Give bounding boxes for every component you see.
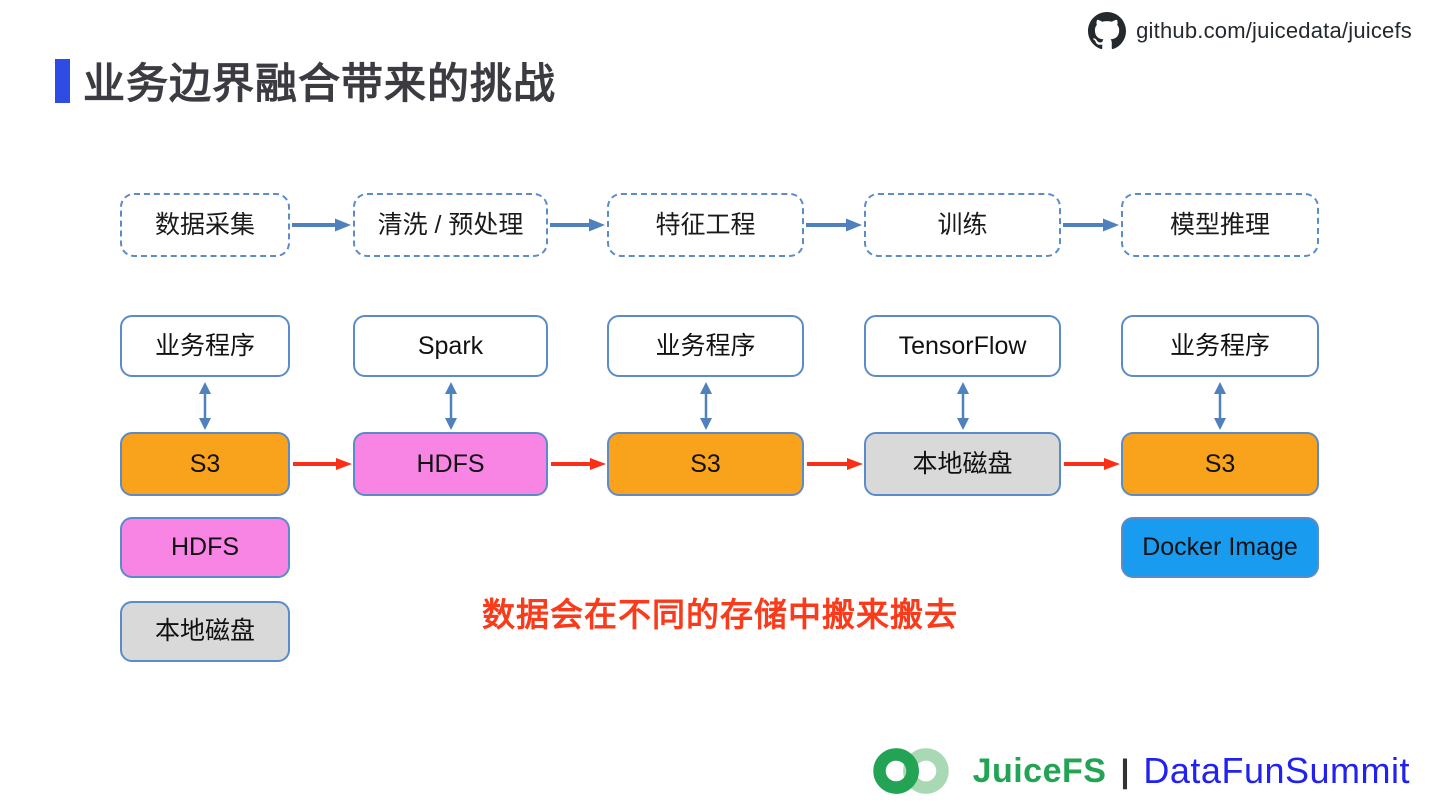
juicefs-logo-icon	[872, 748, 949, 794]
callout-text: 数据会在不同的存储中搬来搬去	[482, 596, 958, 633]
app-box-3: 业务程序	[1121, 315, 1319, 377]
storage-box-docker-image: Docker Image	[1121, 517, 1319, 578]
storage-box-hdfs-extra: HDFS	[120, 517, 290, 578]
storage-arrow-right-icon	[551, 458, 606, 470]
stage-box-preprocessing: 清洗 / 预处理	[353, 193, 548, 257]
github-icon	[1088, 12, 1127, 50]
storage-arrow-right-icon	[1064, 458, 1120, 470]
footer-branding: JuiceFS | DataFunSummit	[861, 742, 1410, 800]
storage-box-s3-2: S3	[607, 432, 804, 496]
event-name: DataFunSummit	[1143, 750, 1410, 791]
pipeline-column-4: 训练 TensorFlow 本地磁盘	[864, 193, 1061, 673]
app-box-spark: Spark	[353, 315, 548, 377]
pipeline-diagram: 数据采集 业务程序 S3 HDFS 本地磁盘 清洗 / 预处理 Spark HD…	[0, 193, 1440, 673]
pipeline-column-5: 模型推理 业务程序 S3 Docker Image	[1121, 193, 1319, 673]
brand-name: JuiceFS	[972, 751, 1107, 790]
stage-box-data-collection: 数据采集	[120, 193, 290, 257]
storage-arrow-right-icon	[293, 458, 352, 470]
app-box-tensorflow: TensorFlow	[864, 315, 1061, 377]
pipeline-column-2: 清洗 / 预处理 Spark HDFS	[353, 193, 548, 673]
vertical-double-arrow-icon	[444, 382, 457, 430]
app-box-1: 业务程序	[120, 315, 290, 377]
stage-box-training: 训练	[864, 193, 1061, 257]
stage-arrow-right-icon	[806, 218, 862, 232]
stage-box-inference: 模型推理	[1121, 193, 1319, 257]
stage-arrow-right-icon	[292, 218, 351, 232]
storage-arrow-right-icon	[807, 458, 863, 470]
vertical-double-arrow-icon	[1214, 382, 1226, 430]
storage-box-s3-1: S3	[120, 432, 290, 496]
title-accent-bar	[55, 58, 70, 103]
vertical-double-arrow-icon	[956, 382, 969, 430]
pipeline-column-1: 数据采集 业务程序 S3 HDFS 本地磁盘	[120, 193, 290, 673]
page-title: 业务边界融合带来的挑战	[83, 60, 557, 107]
storage-box-hdfs: HDFS	[353, 432, 548, 496]
title-row: 业务边界融合带来的挑战	[55, 50, 556, 111]
stage-arrow-right-icon	[550, 218, 605, 232]
vertical-double-arrow-icon	[199, 382, 211, 430]
github-link-label: github.com/juicedata/juicefs	[1136, 18, 1412, 43]
app-box-2: 业务程序	[607, 315, 804, 377]
vertical-double-arrow-icon	[699, 382, 712, 430]
storage-box-s3-3: S3	[1121, 432, 1319, 496]
storage-box-localdisk: 本地磁盘	[864, 432, 1061, 496]
stage-box-feature-engineering: 特征工程	[607, 193, 804, 257]
storage-box-localdisk-extra: 本地磁盘	[120, 601, 290, 662]
brand-separator: |	[1120, 752, 1130, 789]
github-link[interactable]: github.com/juicedata/juicefs	[1088, 12, 1412, 50]
pipeline-column-3: 特征工程 业务程序 S3	[607, 193, 804, 673]
stage-arrow-right-icon	[1063, 218, 1119, 232]
